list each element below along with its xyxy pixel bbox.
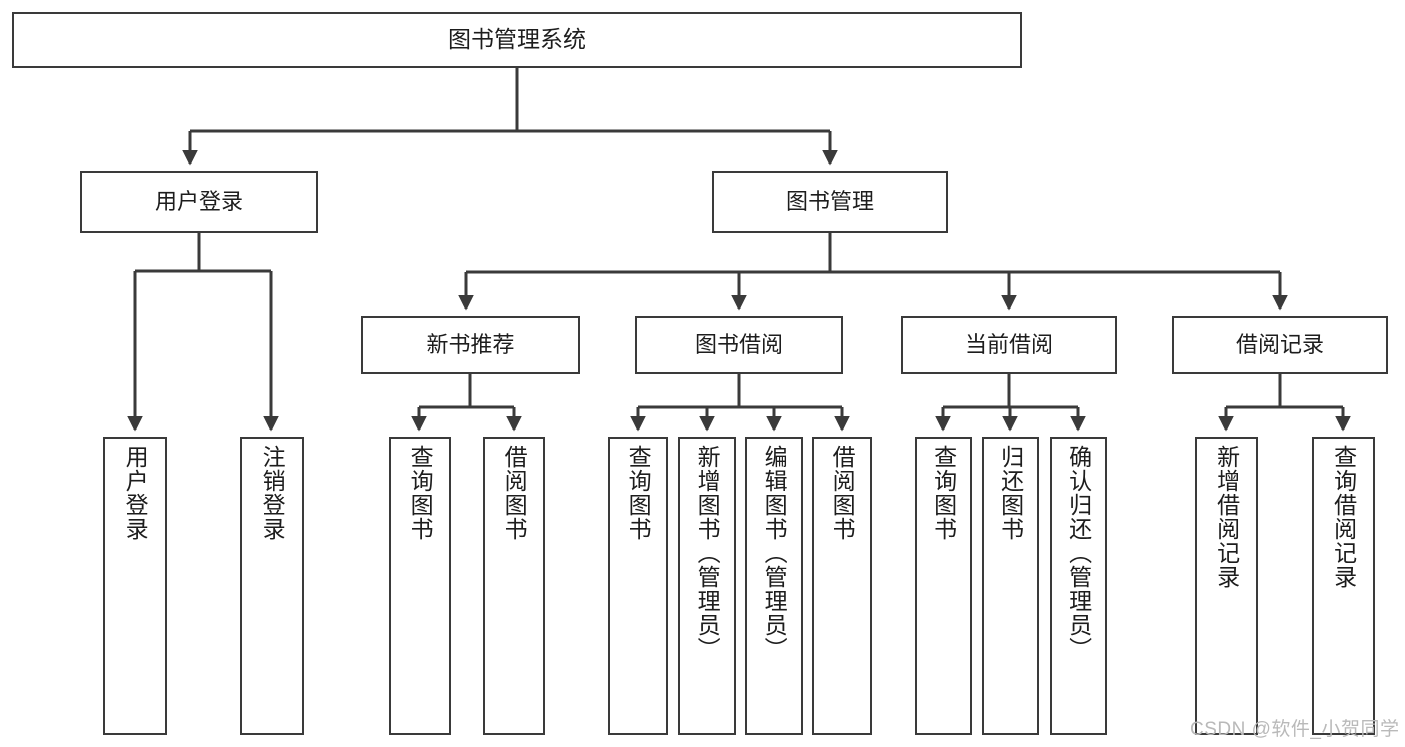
node-label: 图书借阅	[694, 331, 783, 357]
node-leaf-edit-book-admin[interactable]: 编辑图书（管理员）	[745, 437, 803, 735]
node-leaf-borrow-book-recommend[interactable]: 借阅图书	[483, 437, 545, 735]
node-current-borrow[interactable]: 当前借阅	[901, 316, 1117, 374]
node-book-borrow[interactable]: 图书借阅	[635, 316, 843, 374]
node-leaf-query-book-current[interactable]: 查询图书	[915, 437, 972, 735]
node-leaf-add-book-admin[interactable]: 新增图书（管理员）	[678, 437, 736, 735]
node-label: 注销登录	[259, 445, 286, 541]
node-book-management[interactable]: 图书管理	[712, 171, 948, 233]
node-leaf-user-login[interactable]: 用户登录	[103, 437, 167, 735]
node-label: 查询图书	[407, 445, 434, 541]
node-leaf-add-borrow-record[interactable]: 新增借阅记录	[1195, 437, 1258, 735]
node-label: 编辑图书（管理员）	[761, 445, 788, 661]
node-leaf-confirm-return-admin[interactable]: 确认归还（管理员）	[1050, 437, 1107, 735]
node-label: 查询借阅记录	[1330, 445, 1357, 589]
node-leaf-query-book-borrow[interactable]: 查询图书	[608, 437, 668, 735]
node-leaf-query-borrow-record[interactable]: 查询借阅记录	[1312, 437, 1375, 735]
node-label: 新增图书（管理员）	[694, 445, 721, 661]
node-label: 用户登录	[122, 445, 149, 541]
node-label: 图书管理	[785, 188, 874, 214]
node-new-book-recommend[interactable]: 新书推荐	[361, 316, 580, 374]
node-label: 图书管理系统	[448, 26, 586, 53]
node-leaf-query-book-recommend[interactable]: 查询图书	[389, 437, 451, 735]
node-leaf-borrow-book[interactable]: 借阅图书	[812, 437, 872, 735]
node-label: 当前借阅	[964, 331, 1053, 357]
node-borrow-record[interactable]: 借阅记录	[1172, 316, 1388, 374]
node-label: 新增借阅记录	[1213, 445, 1240, 589]
node-leaf-return-book[interactable]: 归还图书	[982, 437, 1039, 735]
node-label: 借阅图书	[829, 445, 856, 541]
node-label: 新书推荐	[426, 331, 515, 357]
node-label: 查询图书	[930, 445, 957, 541]
node-label: 借阅记录	[1235, 331, 1324, 357]
csdn-watermark: CSDN @软件_小贺同学	[1190, 719, 1400, 740]
node-user-login[interactable]: 用户登录	[80, 171, 318, 233]
node-label: 归还图书	[997, 445, 1024, 541]
node-label: 查询图书	[625, 445, 652, 541]
node-root-book-management-system[interactable]: 图书管理系统	[12, 12, 1022, 68]
node-label: 确认归还（管理员）	[1065, 445, 1092, 661]
node-label: 用户登录	[154, 188, 243, 214]
node-leaf-logout-login[interactable]: 注销登录	[240, 437, 304, 735]
node-label: 借阅图书	[501, 445, 528, 541]
